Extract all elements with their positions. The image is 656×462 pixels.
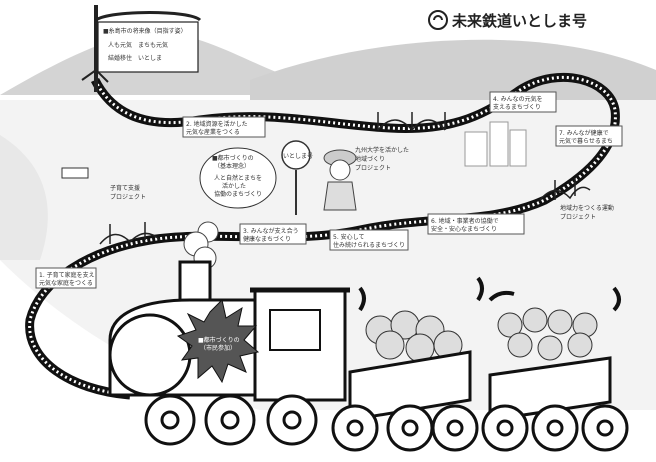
svg-text:元気な産業をつくる: 元気な産業をつくる bbox=[186, 128, 240, 136]
svg-text:プロジェクト: プロジェクト bbox=[560, 214, 596, 221]
wagon-2 bbox=[488, 307, 612, 422]
left-shore bbox=[0, 135, 48, 260]
svg-text:協働のまちづくり: 協働のまちづくり bbox=[214, 190, 262, 198]
svg-text:7. みんなが健康で: 7. みんなが健康で bbox=[559, 129, 609, 137]
station-box-1: 1. 子育て家庭を支え 元気な家庭をつくる bbox=[35, 267, 97, 289]
station-box-3: 3. みんなが支え合う 健康なまちづくり bbox=[239, 223, 307, 245]
svg-text:人と自然とまちを: 人と自然とまちを bbox=[214, 174, 262, 182]
svg-text:支えるまちづくり: 支えるまちづくり bbox=[493, 103, 541, 111]
project-label-2: 九州大学を活かした 地域づくり プロジェクト bbox=[355, 146, 409, 172]
svg-text:安全・安心なまちづくり: 安全・安心なまちづくり bbox=[431, 225, 497, 233]
svg-text:地域づくり: 地域づくり bbox=[355, 155, 385, 163]
locomotive: ■都市づくりの （市民参加） bbox=[108, 260, 350, 402]
sign-text: いとしま号 bbox=[283, 153, 313, 160]
station-box-2: 2. 地域資源を活かした 元気な産業をつくる bbox=[182, 116, 266, 138]
girl-figure bbox=[323, 149, 357, 211]
station-sign: いとしま号 bbox=[281, 140, 313, 215]
svg-text:（基本理念）: （基本理念） bbox=[214, 162, 250, 170]
scroll-line-1: 人も元気 まちも元気 bbox=[108, 41, 168, 49]
svg-text:プロジェクト: プロジェクト bbox=[355, 165, 391, 172]
bridge-left bbox=[99, 222, 161, 245]
vision-scroll: ■糸島市の将来像（目指す姿） 人も元気 まちも元気 結婚移住 いとしま bbox=[81, 5, 202, 92]
svg-text:元気で暮らせるまち: 元気で暮らせるまち bbox=[559, 137, 613, 145]
bridge-center bbox=[377, 112, 446, 132]
principle-callout: ■都市づくりの （基本理念） 人と自然とまちを 活かした 協働のまちづくり bbox=[199, 147, 277, 209]
svg-text:活かした: 活かした bbox=[222, 182, 246, 190]
station-box-7: 7. みんなが健康で 元気で暮らせるまち bbox=[555, 125, 623, 147]
scroll-line-2: 結婚移住 いとしま bbox=[108, 54, 162, 62]
svg-text:地域力をつくる運動: 地域力をつくる運動 bbox=[560, 204, 614, 212]
page-title: 未来鉄道いとしま号 bbox=[451, 12, 587, 30]
station-box-6: 6. 地域・事業者の協働で 安全・安心なまちづくり bbox=[427, 213, 525, 235]
train-wheels bbox=[144, 394, 629, 452]
burst-header2: （市民参加） bbox=[200, 344, 236, 352]
logo-icon bbox=[428, 10, 448, 30]
project-label-1: 子育て支援 プロジェクト bbox=[110, 184, 146, 201]
small-car bbox=[61, 167, 89, 179]
svg-text:6. 地域・事業者の協働で: 6. 地域・事業者の協働で bbox=[431, 217, 499, 225]
project-label-3: 地域力をつくる運動 プロジェクト bbox=[560, 204, 614, 221]
svg-text:3. みんなが支え合う: 3. みんなが支え合う bbox=[243, 227, 299, 235]
svg-text:住み続けられるまちづくり: 住み続けられるまちづくり bbox=[333, 241, 405, 249]
svg-text:プロジェクト: プロジェクト bbox=[110, 194, 146, 201]
scroll-header: ■糸島市の将来像（目指す姿） bbox=[103, 27, 187, 35]
motion-lines bbox=[358, 276, 621, 312]
svg-text:九州大学を活かした: 九州大学を活かした bbox=[355, 146, 409, 154]
station-box-4: 4. みんなの元気を 支えるまちづくり bbox=[489, 91, 557, 113]
bridge-right bbox=[539, 178, 591, 201]
svg-text:■都市づくりの: ■都市づくりの bbox=[212, 154, 254, 162]
burst-header: ■都市づくりの bbox=[198, 336, 240, 344]
svg-text:子育て支援: 子育て支援 bbox=[110, 184, 140, 192]
station-box-5: 5. 安心して 住み続けられるまちづくり bbox=[329, 229, 409, 251]
mountain-right bbox=[250, 39, 656, 100]
svg-text:元気な家庭をつくる: 元気な家庭をつくる bbox=[39, 279, 93, 287]
svg-text:5. 安心して: 5. 安心して bbox=[333, 233, 364, 241]
wagon-1 bbox=[348, 310, 472, 422]
svg-text:1. 子育て家庭を支え: 1. 子育て家庭を支え bbox=[39, 271, 95, 279]
svg-text:健康なまちづくり: 健康なまちづくり bbox=[243, 235, 291, 243]
buildings bbox=[464, 121, 527, 167]
svg-text:4. みんなの元気を: 4. みんなの元気を bbox=[493, 95, 543, 103]
svg-text:2. 地域資源を活かした: 2. 地域資源を活かした bbox=[186, 120, 248, 128]
principle-burst bbox=[176, 299, 260, 384]
